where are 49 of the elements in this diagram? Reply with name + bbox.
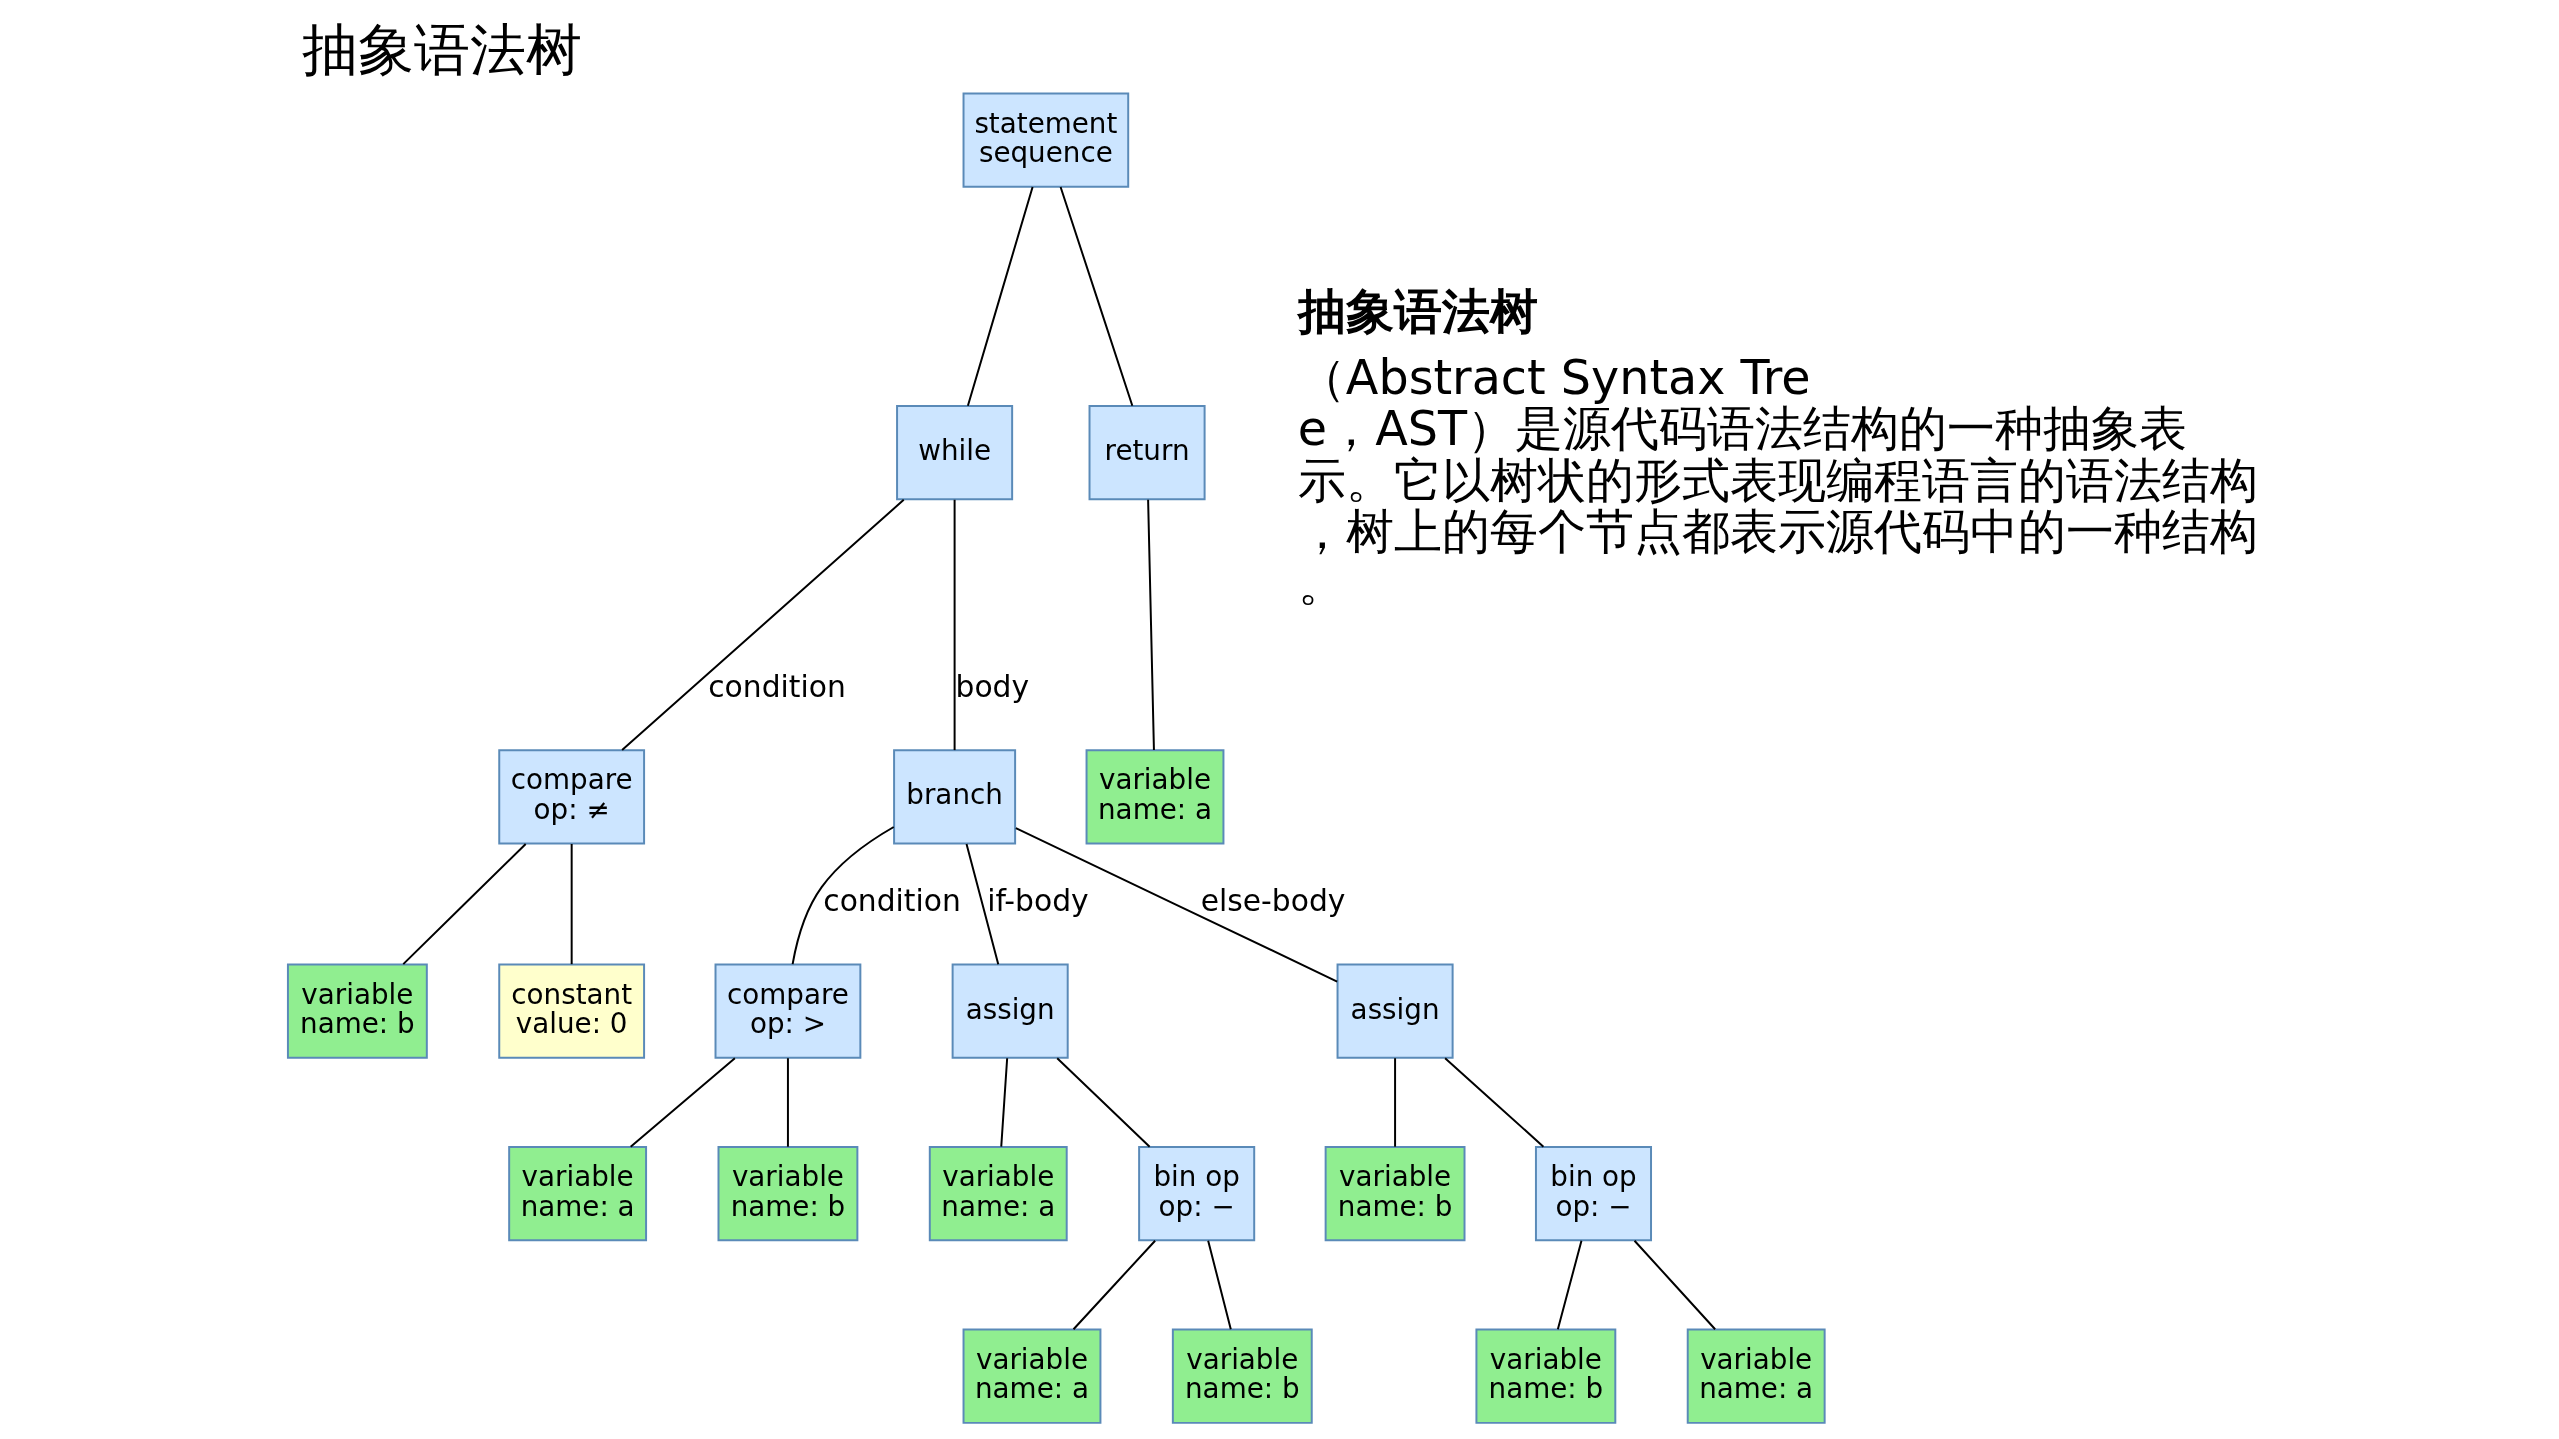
node-box: compare op: > — [714, 963, 862, 1059]
connector — [629, 1057, 736, 1148]
edge-label: if-body — [987, 882, 1089, 918]
connector — [1394, 1057, 1397, 1148]
connector — [1059, 186, 1134, 407]
label: （Abstract Syntax Tree，AST）是源代码语法结构的一种抽象表示。它以树状的形式表现编程语言的语法结构，树上的每个节点都表示源代码中的一种结构。 — [1297, 349, 2258, 611]
node-box: variable name: b — [286, 963, 428, 1059]
connector — [1014, 827, 1339, 983]
connector — [953, 498, 956, 752]
node-box: variable name: b — [1171, 1328, 1313, 1424]
node-box: bin op op: − — [1138, 1146, 1256, 1242]
connector — [1556, 1239, 1583, 1331]
diagram-title: 抽象语法树 — [301, 16, 582, 82]
node-box: variable name: a — [928, 1146, 1068, 1242]
node-box: assign — [1336, 963, 1454, 1059]
node-box: bin op op: − — [1534, 1146, 1652, 1242]
node-box: variable name: b — [717, 1146, 859, 1242]
connector — [966, 186, 1034, 407]
node-box: statement sequence — [962, 92, 1130, 188]
connector — [965, 843, 1000, 966]
node-box: constant value: 0 — [498, 963, 646, 1059]
connector — [570, 843, 573, 966]
node-box: variable name: a — [962, 1328, 1102, 1424]
connector — [1633, 1239, 1717, 1331]
connector — [621, 498, 905, 752]
edge-label: condition — [823, 882, 961, 918]
connector — [786, 1057, 789, 1148]
node-box: compare op: ≠ — [498, 749, 646, 845]
connector — [1444, 1057, 1545, 1148]
connector — [1072, 1239, 1157, 1331]
node-box: variable name: b — [1324, 1146, 1466, 1242]
edge-label: condition — [708, 668, 846, 704]
connector — [402, 843, 527, 966]
node-box: variable name: a — [508, 1146, 648, 1242]
edge-label: else-body — [1200, 882, 1346, 918]
label: 抽象语法树 — [1297, 284, 1538, 340]
connector — [1000, 1057, 1009, 1148]
connector — [1207, 1239, 1232, 1331]
connector — [791, 826, 895, 966]
node-box: assign — [951, 963, 1069, 1059]
node-box: variable name: a — [1085, 749, 1225, 845]
node-box: return — [1088, 405, 1206, 501]
connector — [1056, 1057, 1151, 1148]
node-box: variable name: a — [1686, 1328, 1826, 1424]
node-box: variable name: b — [1475, 1328, 1617, 1424]
connector — [1147, 498, 1155, 752]
node-box: while — [896, 405, 1014, 501]
edge-label: body — [955, 668, 1030, 704]
node-box: branch — [893, 749, 1017, 845]
